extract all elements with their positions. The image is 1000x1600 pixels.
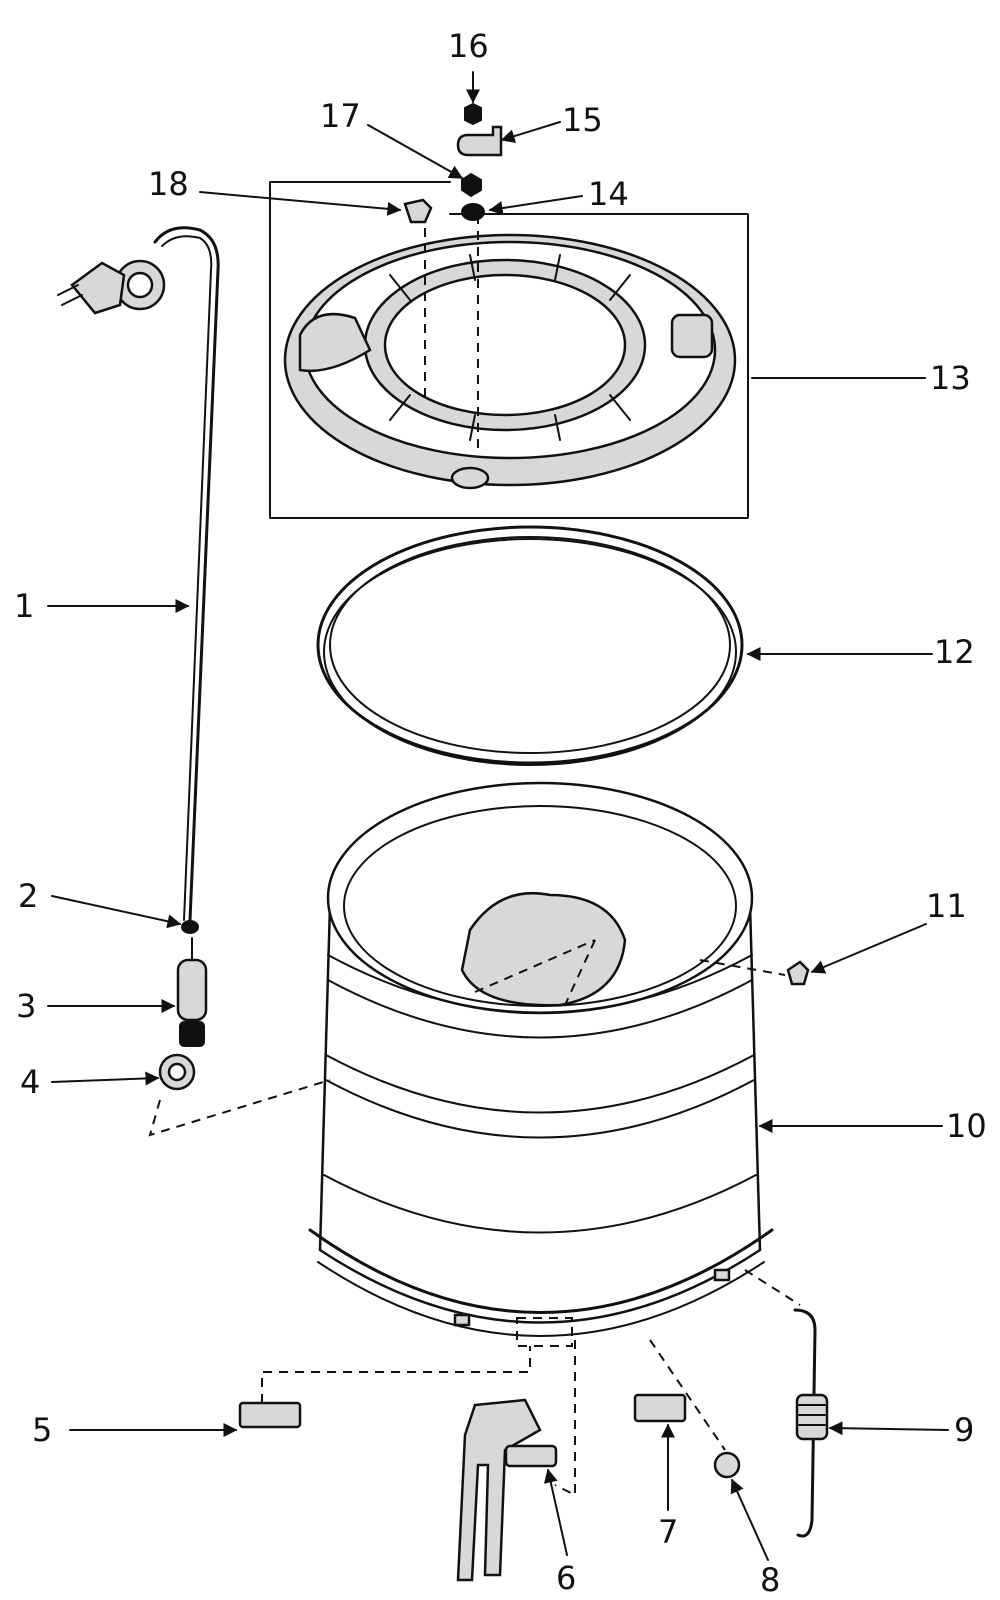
part-6-bracket-icon	[456, 1340, 576, 1582]
callout-7: 7	[658, 1513, 679, 1551]
part-11-clip-icon	[786, 960, 810, 986]
callout-9: 9	[954, 1411, 975, 1449]
callout-2: 2	[18, 877, 39, 915]
callout-13: 13	[930, 359, 971, 397]
tub-cover-assembly	[269, 181, 749, 519]
callout-17: 17	[320, 97, 361, 135]
part-15-clip-icon	[456, 125, 503, 157]
callout-15: 15	[562, 101, 603, 139]
callout-10: 10	[946, 1107, 987, 1145]
callout-5: 5	[32, 1411, 53, 1449]
outer-tub	[308, 781, 774, 1347]
callout-11: 11	[926, 887, 967, 925]
callout-8: 8	[760, 1561, 781, 1599]
part-17-nut-icon	[461, 172, 482, 198]
part-16-nut-icon	[464, 102, 482, 126]
callout-3: 3	[16, 987, 37, 1025]
callout-4: 4	[20, 1063, 41, 1101]
part-3-hose-icon	[176, 958, 208, 1022]
pressure-switch-icon	[57, 259, 166, 315]
pressure-hose-assembly	[57, 226, 331, 1137]
tub-gasket-ring	[316, 525, 744, 766]
callout-6: 6	[556, 1559, 577, 1597]
part-18-bumper-icon	[403, 198, 433, 224]
cover-hardware	[403, 102, 503, 224]
callout-leaders	[47, 71, 949, 1561]
part-5-block-icon	[238, 1401, 302, 1429]
callout-16: 16	[448, 27, 489, 65]
callout-18: 18	[148, 165, 189, 203]
callout-12: 12	[934, 633, 975, 671]
callout-14: 14	[588, 175, 629, 213]
callout-1: 1	[14, 587, 35, 625]
part-14-washer-icon	[461, 203, 485, 221]
part-2-clamp-icon	[181, 920, 199, 934]
part-8-screw-icon	[713, 1451, 741, 1479]
part-9-spring-rod-icon	[744, 1269, 829, 1538]
part-7-block-icon	[633, 1393, 687, 1423]
